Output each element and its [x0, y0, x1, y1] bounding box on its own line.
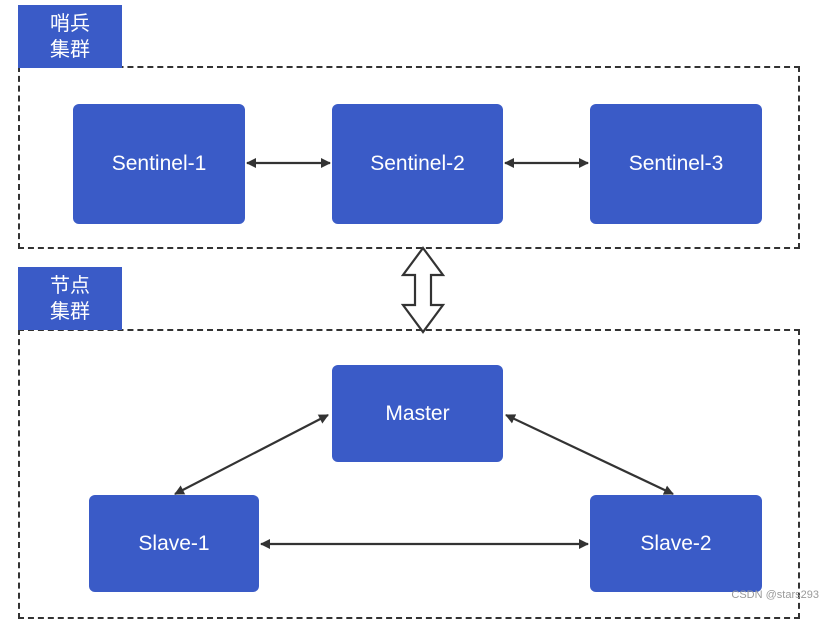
- sentinel-cluster-tag: 哨兵 集群: [18, 5, 122, 68]
- node-cluster-tag-line1: 节点: [50, 274, 90, 297]
- node-sentinel-2: Sentinel-2: [332, 104, 503, 224]
- node-slave-1: Slave-1: [89, 495, 259, 592]
- node-sentinel-3: Sentinel-3: [590, 104, 762, 224]
- cluster-link-double-arrow: [400, 246, 446, 334]
- link-master-slave2: [505, 414, 674, 495]
- node-master: Master: [332, 365, 503, 462]
- watermark: CSDN @stars293: [731, 589, 819, 601]
- node-cluster-tag: 节点 集群: [18, 267, 122, 330]
- sentinel-cluster-tag-line2: 集群: [50, 38, 90, 61]
- sentinel-cluster-box: [18, 66, 800, 249]
- link-master-slave1: [174, 414, 329, 495]
- sentinel-cluster-tag-line1: 哨兵: [50, 12, 90, 35]
- node-slave-2: Slave-2: [590, 495, 762, 592]
- node-cluster-tag-line2: 集群: [50, 300, 90, 323]
- node-sentinel-1: Sentinel-1: [73, 104, 245, 224]
